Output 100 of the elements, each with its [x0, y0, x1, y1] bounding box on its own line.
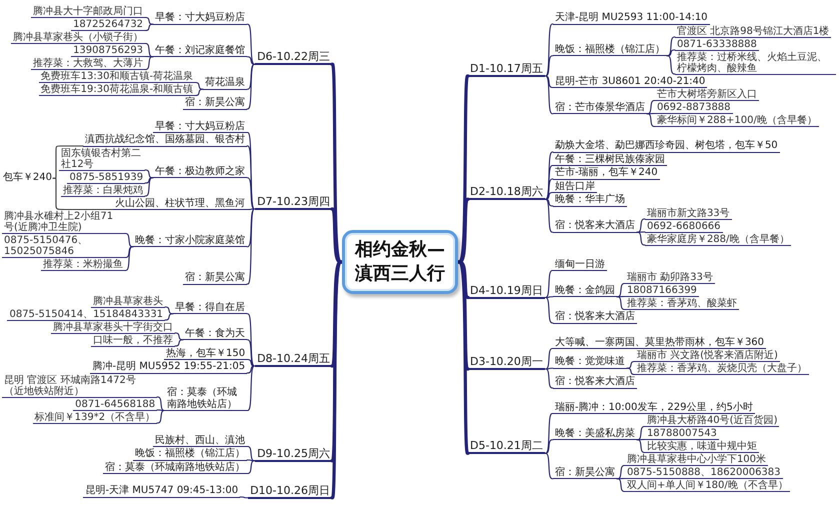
detail-note-label: 0875-5150414、15184843331: [7, 308, 166, 320]
branch-line: [246, 446, 256, 462]
topic-branch-label: 瑞丽-腾冲：10:00发车，229公里，约5小时: [552, 402, 755, 414]
central-topic-box: 相约金秋—滇西三人行: [342, 230, 458, 294]
branch-line: [544, 75, 554, 114]
branch-line: [124, 246, 134, 258]
topic-branch-label: 宿：莫泰（环城南路地铁站店）: [103, 462, 248, 474]
detail-note-label: 口味一般，不推荐: [91, 334, 176, 346]
detail-note-label: 0875-5150888、18620006383: [624, 467, 783, 479]
topic-branch-label: 火山公园、柱状节理、黑鱼河: [113, 198, 248, 210]
detail-note-label: 芒市大树塔旁新区入口: [654, 89, 759, 101]
detail-note-label: 瑞丽市新文路33号: [644, 208, 732, 220]
branch-line: [544, 23, 554, 77]
detail-note-label: 瑞丽市 兴文路(悦客来酒店附近): [634, 350, 780, 362]
topic-branch-label: 午餐：食为天: [183, 328, 248, 340]
detail-note-label: 标准间￥139*2（不含早）: [32, 412, 158, 424]
detail-note-label: 推荐菜：香茅鸡、炭烧贝壳（大盘子）: [634, 363, 809, 375]
branch-line: [616, 478, 626, 480]
day-branch-label: D2-10.18周六: [468, 185, 545, 200]
branch-line: [544, 178, 554, 200]
topic-branch-label: 早餐：寸大妈豆粉店: [153, 12, 248, 25]
branch-line: [616, 296, 626, 298]
topic-branch-label: 昆明-芒市 3U8601 20:40-21:40: [552, 76, 708, 88]
branch-line: [246, 208, 256, 248]
topic-branch-label: 宿：新昊公寓: [183, 272, 248, 284]
branch-line: [636, 439, 646, 454]
detail-note-label: 免费班车13:30和顺古镇-荷花温泉: [38, 71, 196, 83]
detail-note-label: 免费班车19:30荷花温泉-和顺古镇: [38, 84, 196, 96]
topic-branch-label: 腾冲-昆明 MU5952 19:55-21:05: [90, 361, 248, 374]
topic-branch-label: 宿：悦客来大酒店: [552, 220, 637, 233]
branch-line: [144, 177, 154, 197]
main-branch-line: [456, 260, 470, 455]
branch-line: [164, 313, 174, 321]
branch-line: [246, 365, 256, 412]
branch-line: [144, 16, 154, 25]
branch-line: [246, 313, 256, 367]
detail-note-label: 瑞丽市 勐卯路33号: [624, 272, 715, 284]
day-branch-label: D4-10.19周日: [468, 284, 545, 298]
branch-line: [240, 496, 249, 498]
topic-branch-label: 宿：悦客来大酒店: [552, 376, 637, 388]
bracket-line: [52, 178, 114, 210]
branch-line: [544, 296, 554, 324]
detail-note-label: 18725264732: [71, 19, 146, 31]
detail-note-label: 推荐菜：大救驾、大薄片: [31, 58, 146, 70]
detail-note-label: 0875-5851939: [67, 172, 146, 184]
branch-line: [544, 198, 554, 233]
topic-branch-label: 午餐：极边教师之家: [153, 166, 248, 178]
detail-note-label: 推荐菜：米粉撮鱼: [41, 259, 126, 271]
branch-line: [646, 112, 656, 114]
branch-line: [616, 296, 626, 310]
detail-note-label: 腾冲县大十字邮政局门口: [31, 6, 146, 18]
branch-line: [246, 339, 256, 367]
branch-line: [544, 368, 554, 389]
detail-note-label: 官渡区 北京路98号锦江大酒店1楼: [674, 26, 832, 38]
branch-line: [544, 164, 554, 200]
detail-note-label: 0871-64568188: [73, 398, 158, 410]
branch-line: [246, 64, 256, 110]
topic-branch-label: 荷花温泉: [203, 77, 248, 90]
topic-branch-label: 晚餐：美盛私房菜: [552, 428, 637, 440]
day-branch-label: D3-10.20周一: [468, 355, 545, 370]
branch-line: [246, 24, 256, 65]
topic-branch-label: 早餐：得自在居: [173, 302, 248, 314]
topic-branch-label: 民族村、西山、滇池: [153, 434, 248, 447]
branch-line: [144, 177, 154, 184]
detail-note-label: 推荐菜：香茅鸡、酸菜虾: [624, 298, 739, 310]
detail-note-label: 双人间+单人间￥180/晚（不含早）: [624, 480, 790, 492]
topic-branch-label: 芒市-瑞丽，包车￥240: [552, 167, 660, 180]
branch-line: [144, 56, 154, 58]
detail-note-label: 13908756293: [71, 45, 146, 57]
topic-branch-label: 早餐：寸大妈豆粉店: [153, 120, 248, 133]
topic-branch-label: 晚餐：觉觉味道: [552, 356, 627, 369]
branch-line: [246, 459, 256, 462]
branch-line: [544, 348, 554, 370]
topic-branch-label: 晚饭：福照楼（锦江店）: [133, 448, 248, 460]
main-branch-line: [330, 260, 344, 500]
branch-line: [156, 409, 166, 412]
branch-line: [544, 368, 554, 370]
detail-note-label: 腾冲县草家巷头十字街交口: [51, 322, 176, 334]
detail-note-label: 比较实惠，味道中规中矩: [644, 441, 759, 453]
day-branch-label: D1-10.17周五: [468, 62, 545, 77]
topic-branch-label: 宿：新昊公寓: [183, 97, 248, 110]
topic-branch-label: 勐焕大金塔、勐巴娜西珍奇园、树包塔，包车￥50: [552, 140, 780, 152]
branch-line: [636, 232, 646, 246]
branch-line: [124, 246, 134, 272]
topic-branch-label: 姐告口岸: [552, 180, 597, 193]
branch-line: [636, 426, 646, 440]
topic-branch-label: 宿：芒市傣景华酒店: [552, 102, 647, 114]
detail-note-label: 0692-6680666: [644, 220, 723, 232]
main-branch-line: [456, 198, 470, 264]
branch-line: [544, 439, 554, 454]
detail-note-label: 腾冲县水碓村上2小组71号(近腾冲卫生院): [2, 211, 126, 234]
detail-note-label: 豪华家庭房￥288/晚（含早餐）: [644, 234, 792, 246]
branch-line: [544, 452, 554, 480]
branch-line: [246, 358, 256, 367]
detail-note-label: 18788007543: [644, 428, 719, 440]
detail-note-label: 推荐菜：过桥米线、火焰土豆泥、柠檬烤肉、酸辣鱼: [674, 52, 836, 74]
summary-label: 包车￥240: [2, 172, 53, 184]
detail-note-label: 0875-5150476、15025075846: [2, 235, 126, 258]
branch-line: [144, 56, 154, 70]
branch-line: [544, 151, 554, 200]
